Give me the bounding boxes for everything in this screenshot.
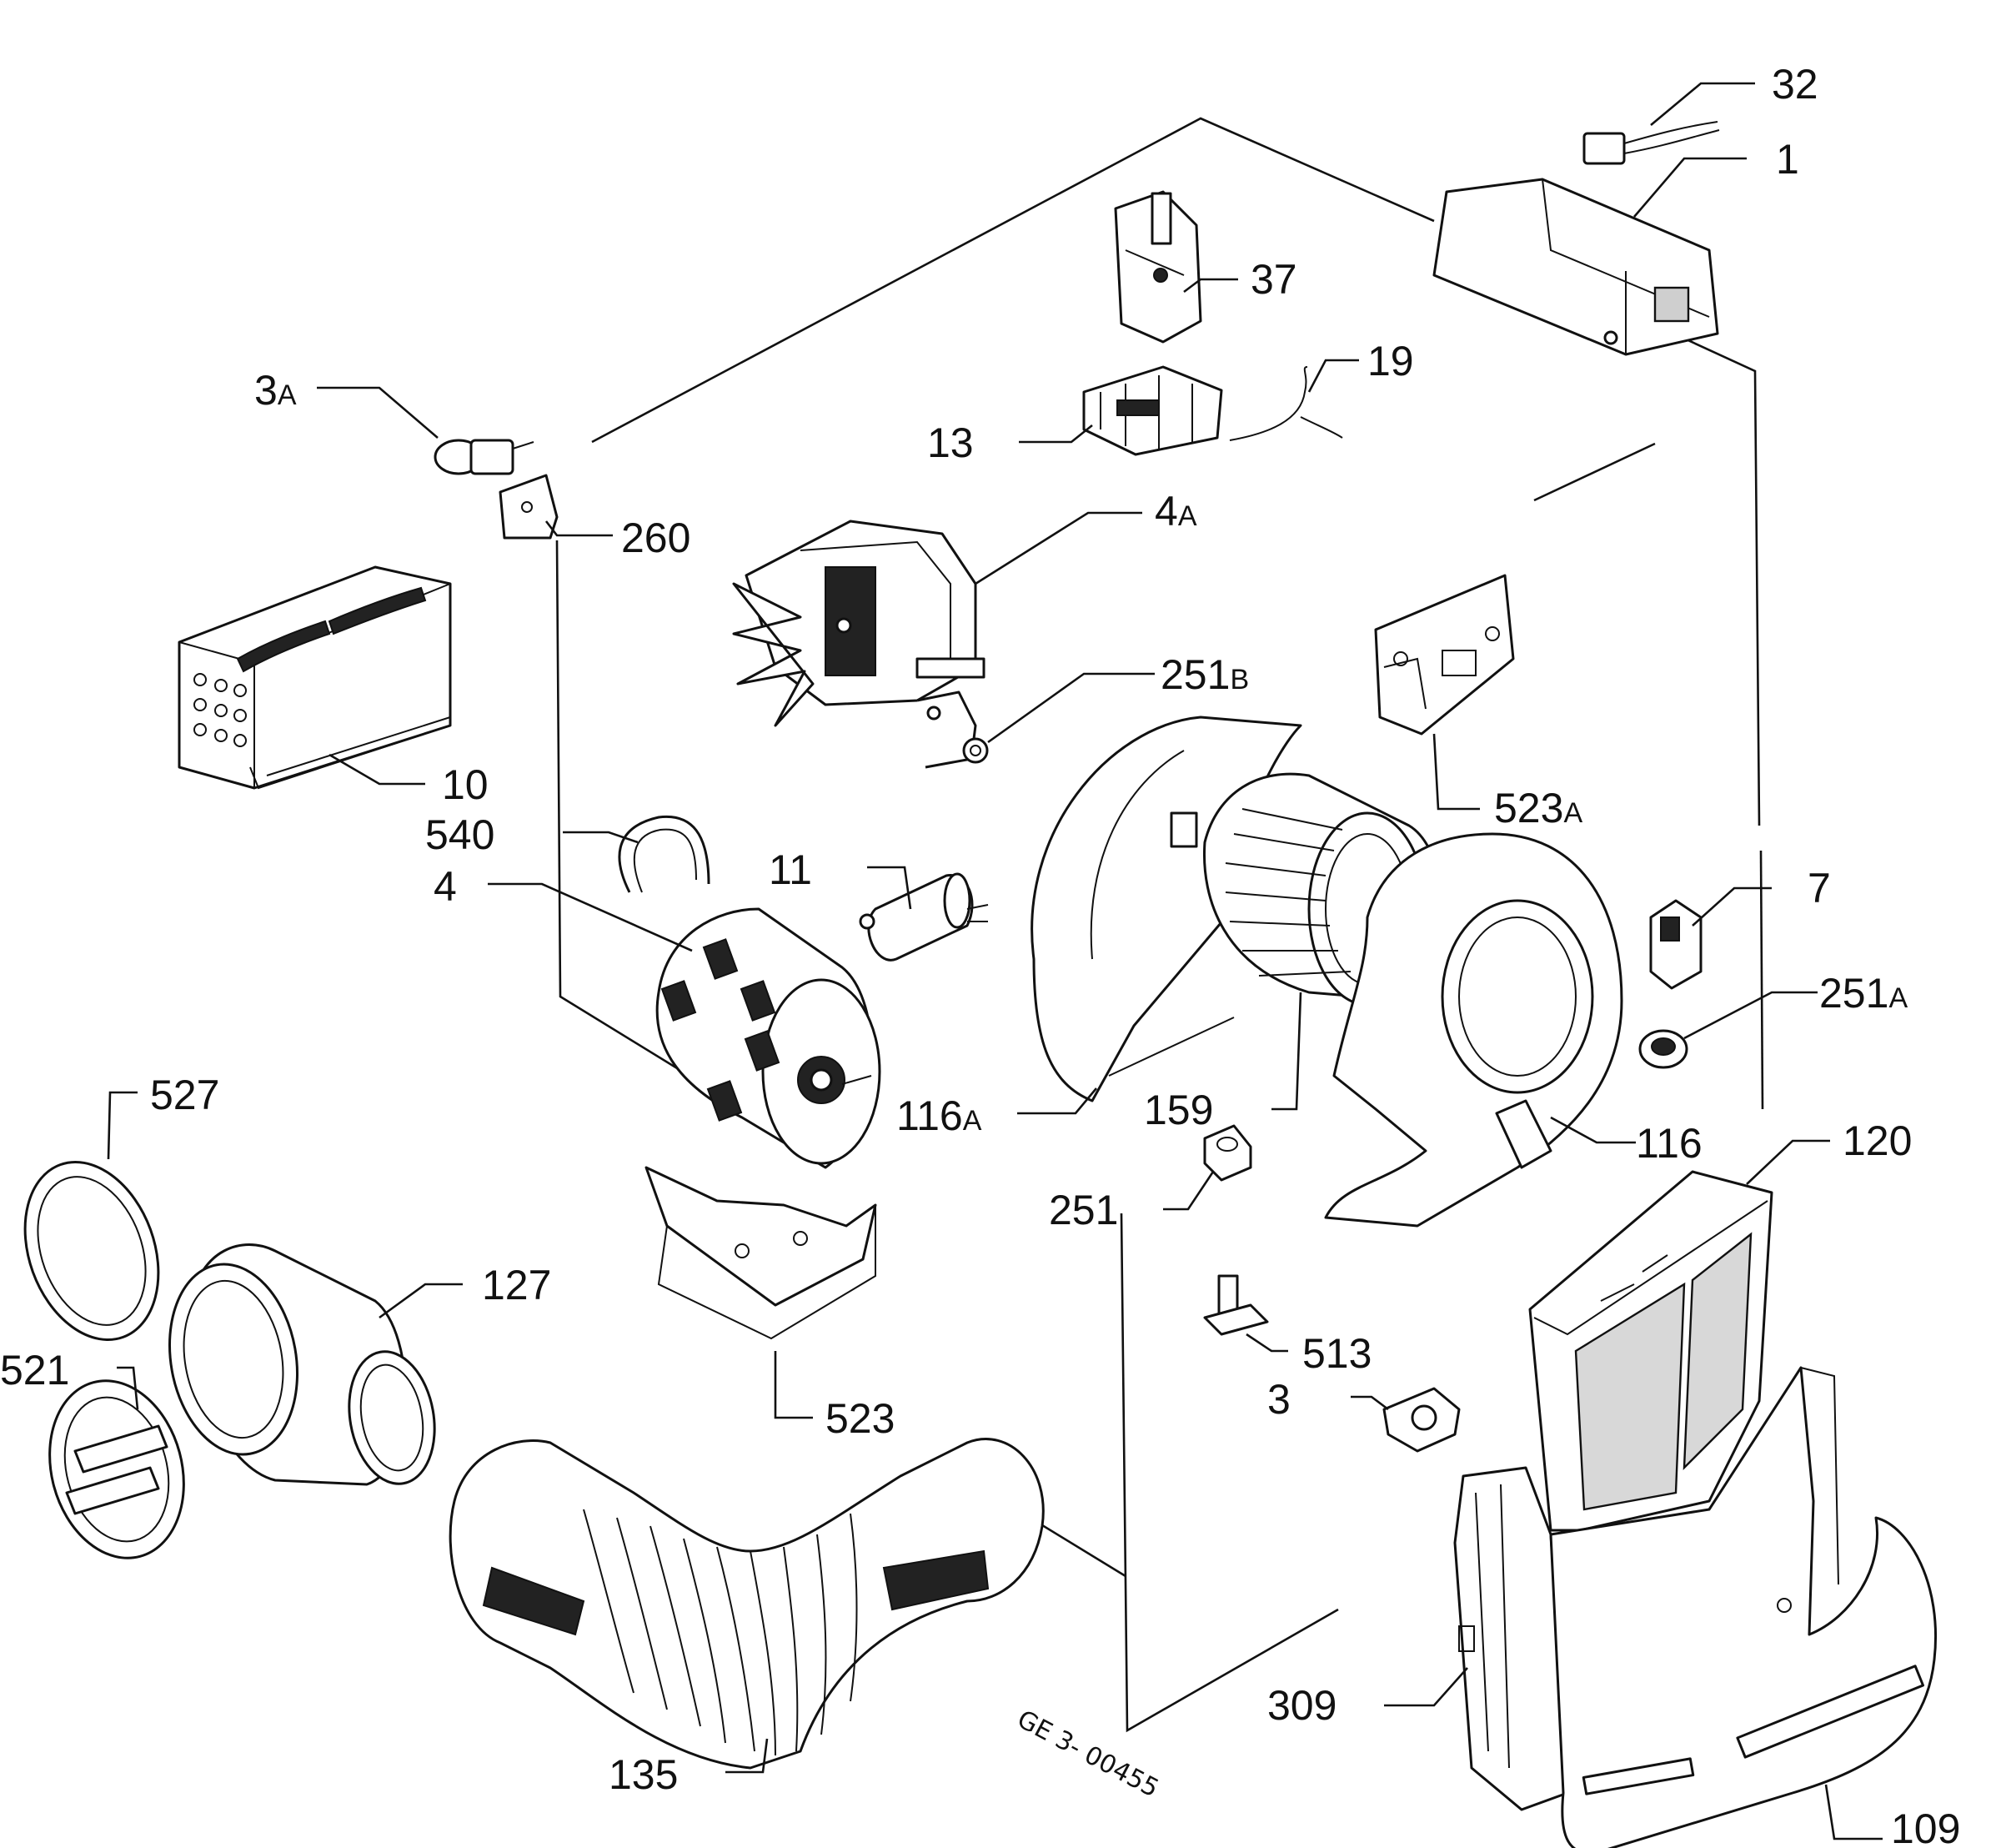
label-251a: 251A (1819, 970, 1908, 1017)
label-7: 7 (1808, 865, 1831, 911)
part-127-t-adapter (168, 1243, 436, 1486)
label-120: 120 (1843, 1117, 1912, 1164)
label-13: 13 (927, 419, 974, 466)
label-159: 159 (1144, 1087, 1213, 1133)
part-32-connector (1582, 121, 1720, 165)
label-3: 3 (1267, 1376, 1291, 1423)
part-109-air-duct (1549, 1366, 1937, 1848)
label-11: 11 (769, 846, 812, 893)
label-116: 116 (1636, 1120, 1703, 1167)
label-37: 37 (1251, 256, 1297, 303)
label-521: 521 (0, 1347, 69, 1394)
part-120-lint-filter (1528, 1170, 1773, 1532)
part-116-fan-housing-front (1324, 832, 1623, 1228)
label-523: 523 (825, 1395, 895, 1442)
label-513: 513 (1302, 1330, 1372, 1377)
part-19-wire (1229, 366, 1343, 441)
label-4a: 4A (1155, 488, 1197, 535)
label-10: 10 (442, 761, 489, 808)
part-309-filter-housing (1453, 1466, 1569, 1811)
label-19: 19 (1367, 338, 1414, 384)
label-309: 309 (1267, 1682, 1337, 1729)
part-37-door-switch (1114, 190, 1202, 344)
leader-lines (107, 82, 1883, 1840)
label-127: 127 (482, 1262, 551, 1308)
label-527: 527 (150, 1072, 219, 1118)
part-251-grommet (1203, 1124, 1252, 1182)
part-1-timer-unit (1432, 178, 1719, 356)
part-260-bracket (499, 474, 559, 540)
part-4-drive-motor (655, 907, 881, 1169)
label-32: 32 (1772, 61, 1818, 108)
label-135: 135 (609, 1751, 678, 1798)
part-523a-bracket-plate (1374, 574, 1515, 736)
part-11-capacitor (859, 872, 989, 962)
label-523a: 523A (1494, 785, 1582, 831)
part-13-switch-block (1082, 365, 1223, 456)
part-10-heater-element (178, 565, 452, 790)
label-4: 4 (434, 863, 457, 910)
label-1: 1 (1776, 136, 1799, 183)
part-7-switch (1649, 899, 1703, 990)
label-251: 251 (1049, 1187, 1118, 1233)
part-251b-nut (962, 737, 989, 764)
drawing-reference-code: GE 3- 00455 (1012, 1705, 1163, 1804)
part-3-thermostat (1382, 1387, 1461, 1453)
label-251b: 251B (1161, 651, 1249, 698)
part-4a-fan-motor (732, 520, 985, 769)
part-135-flexible-hose (449, 1438, 1045, 1770)
label-260: 260 (621, 515, 690, 561)
part-527-clamp-ring (23, 1160, 160, 1342)
part-513-stud (1203, 1274, 1269, 1336)
part-3a-thermostat (434, 439, 534, 475)
label-109: 109 (1891, 1805, 1960, 1848)
part-251a-grommet (1638, 1029, 1688, 1069)
part-540-clip (618, 815, 710, 893)
part-523-motor-cradle (644, 1166, 877, 1340)
label-3a: 3A (254, 367, 297, 414)
part-labels: 32 1 37 19 13 3A 260 4A 10 251B 523A 540… (0, 61, 1960, 1848)
label-116a: 116A (896, 1092, 982, 1139)
label-540: 540 (425, 811, 494, 858)
part-521-cap (48, 1379, 185, 1559)
